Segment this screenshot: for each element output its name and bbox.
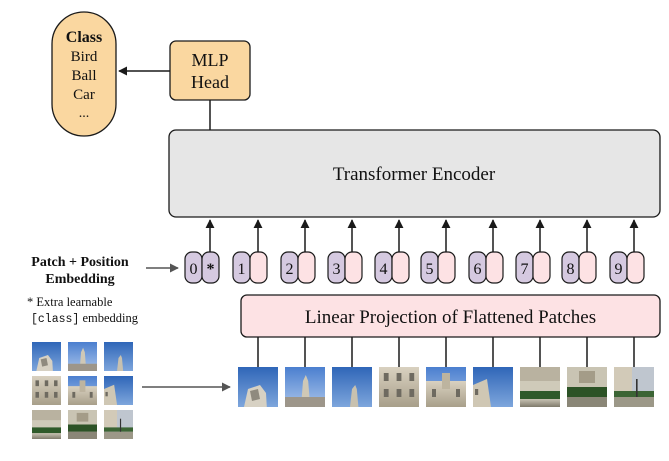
class-item-ellipsis: ... xyxy=(79,106,90,121)
extra-note-line2: [class] embedding xyxy=(31,311,139,326)
patch-connector-lines xyxy=(257,337,635,367)
patch-image-3 xyxy=(332,367,372,407)
linear-projection-box: Linear Projection of Flattened Patches xyxy=(240,294,661,338)
token-1: 1 xyxy=(232,251,268,284)
extra-note-line1: * Extra learnable xyxy=(27,295,113,309)
grid-patch-7 xyxy=(32,410,61,439)
token-0-index: 0 xyxy=(190,261,198,278)
embedding-label-line2: Embedding xyxy=(45,272,114,287)
token-9: 9 xyxy=(609,251,645,284)
token-4-index: 4 xyxy=(380,261,388,278)
token-1-index: 1 xyxy=(238,261,246,278)
token-8-index: 8 xyxy=(567,261,575,278)
token-9-index: 9 xyxy=(615,261,623,278)
class-item-car: Car xyxy=(73,87,95,103)
transformer-encoder-label: Transformer Encoder xyxy=(333,164,496,185)
token-7-index: 7 xyxy=(521,261,529,278)
class-item-ball: Ball xyxy=(72,68,97,84)
token-2-index: 2 xyxy=(286,261,294,278)
token-arrows xyxy=(205,219,639,252)
flattened-patches-row xyxy=(238,367,654,407)
patch-image-9 xyxy=(614,367,654,407)
mlp-head-label-line2: Head xyxy=(191,72,229,92)
grid-patch-2 xyxy=(68,342,97,371)
grid-patch-3 xyxy=(104,342,133,371)
patch-image-8 xyxy=(567,367,607,407)
patch-image-4 xyxy=(379,367,419,407)
token-7: 7 xyxy=(515,251,551,284)
linear-projection-label: Linear Projection of Flattened Patches xyxy=(305,307,596,328)
grid-patch-5 xyxy=(68,376,97,405)
token-3: 3 xyxy=(327,251,363,284)
token-4: 4 xyxy=(374,251,410,284)
token-2: 2 xyxy=(280,251,316,284)
token-8: 8 xyxy=(561,251,597,284)
mlp-head-label-line1: MLP xyxy=(191,50,228,70)
grid-patch-1 xyxy=(32,342,61,371)
token-3-index: 3 xyxy=(333,261,341,278)
token-5-index: 5 xyxy=(426,261,434,278)
patch-image-6 xyxy=(473,367,513,407)
class-item-bird: Bird xyxy=(71,49,98,65)
transformer-encoder-box: Transformer Encoder xyxy=(168,129,661,218)
token-0-glyph: * xyxy=(207,261,215,278)
input-image-grid xyxy=(32,342,133,439)
token-5: 5 xyxy=(420,251,456,284)
extra-note-class-token: [class] xyxy=(31,313,79,326)
class-output-box: Class Bird Ball Car ... xyxy=(51,11,117,137)
mlp-head-box: MLP Head xyxy=(169,40,251,101)
grid-patch-9 xyxy=(104,410,133,439)
patch-image-5 xyxy=(426,367,466,407)
embedding-label-line1: Patch + Position xyxy=(31,255,129,270)
grid-patch-8 xyxy=(68,410,97,439)
token-0: 0 * xyxy=(184,251,220,284)
class-title: Class xyxy=(66,29,102,46)
grid-patch-6 xyxy=(104,376,133,405)
patch-image-1 xyxy=(238,367,278,407)
extra-note-embedding: embedding xyxy=(79,311,138,325)
patch-image-2 xyxy=(285,367,325,407)
token-6-index: 6 xyxy=(474,261,482,278)
patch-image-7 xyxy=(520,367,560,407)
token-6: 6 xyxy=(468,251,504,284)
grid-patch-4 xyxy=(32,376,61,405)
